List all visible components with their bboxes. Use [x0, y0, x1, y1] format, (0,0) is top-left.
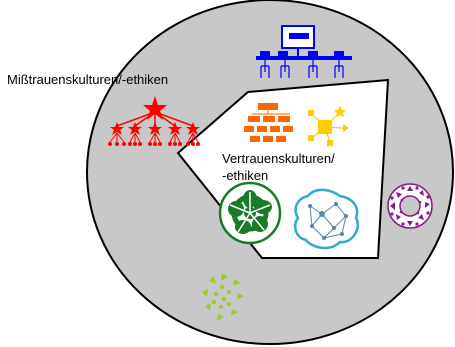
neural-network-icon	[294, 188, 359, 250]
trust-culture-label-line2: -ethiken	[222, 168, 268, 183]
distrust-culture-label: Mißtrauenskulturen/-ethiken	[7, 72, 168, 87]
org-chart-icon	[244, 103, 293, 142]
star-network-icon	[308, 106, 349, 146]
hierarchy-tree-icon	[108, 96, 200, 146]
trust-culture-label-line1: Vertrauenskulturen/	[222, 151, 335, 166]
bus-network-icon	[256, 25, 352, 78]
purple-ring-icon	[387, 183, 433, 229]
lime-cluster-icon	[202, 273, 244, 321]
green-cell-icon	[218, 181, 282, 245]
